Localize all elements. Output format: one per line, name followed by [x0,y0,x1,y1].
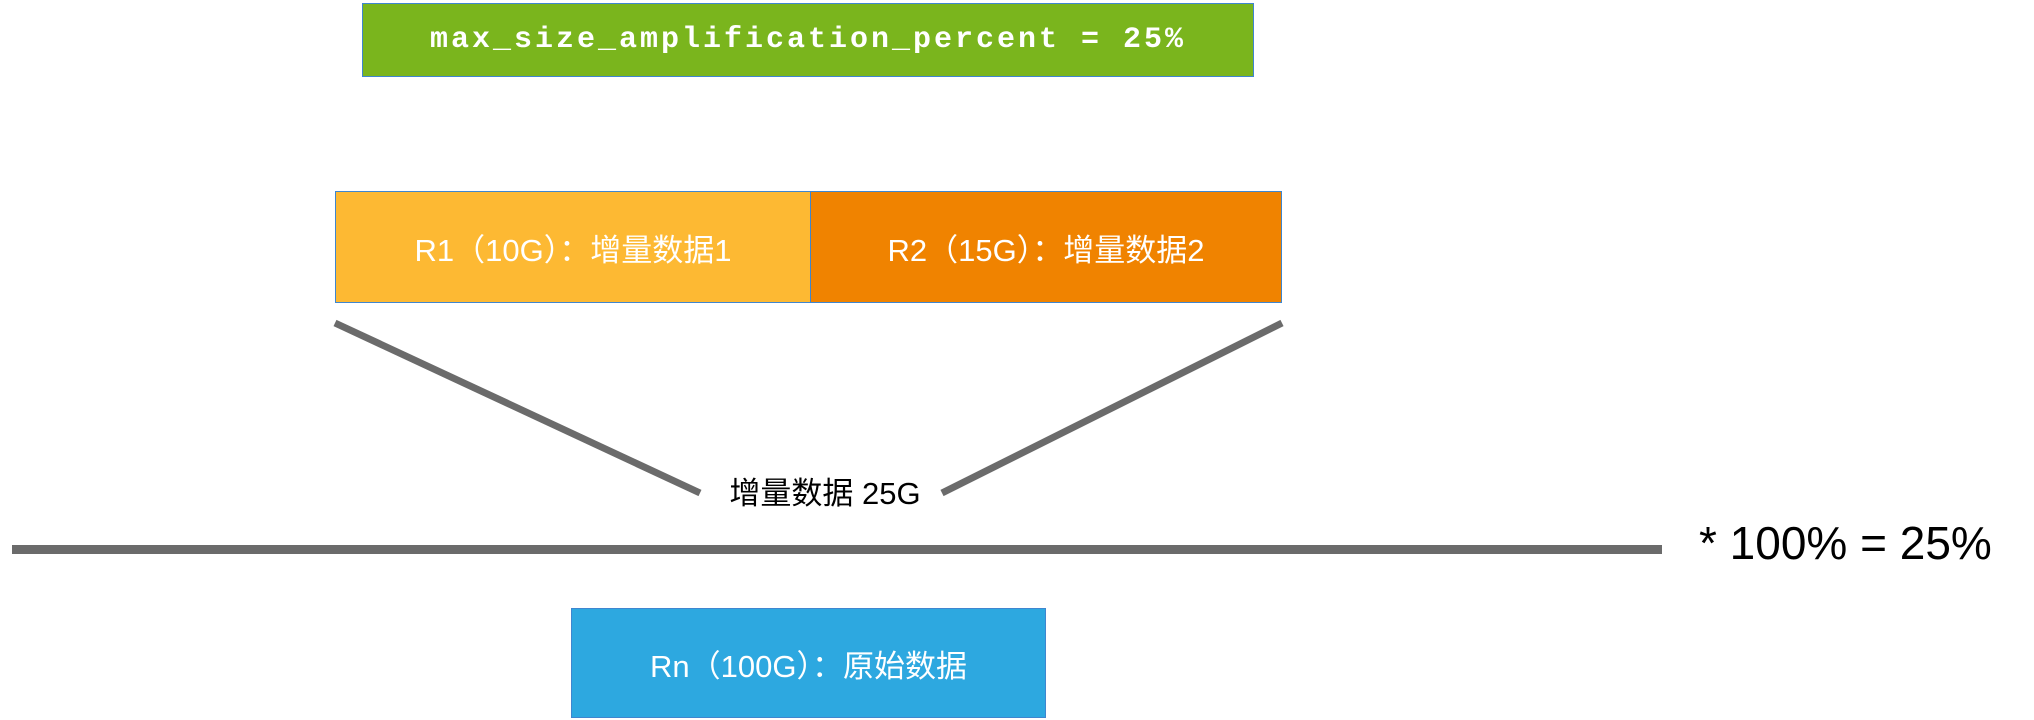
run-rn-label: Rn（100G）：原始数据 [650,648,967,684]
run-r2-label: R2（15G）：增量数据2 [887,232,1205,268]
run-r2-box: R2（15G）：增量数据2 [810,191,1282,303]
formula-box: max_size_amplification_percent = 25% [362,3,1254,77]
run-rn-box: Rn（100G）：原始数据 [571,608,1046,718]
run-r1-label: R1（10G）：增量数据1 [414,232,732,268]
left-connector-line [333,319,702,497]
divider-line [12,545,1662,554]
ratio-label: * 100% = 25% [1699,517,1992,569]
run-r1-box: R1（10G）：增量数据1 [335,191,811,303]
incremental-sum-label: 增量数据 25G [729,476,921,511]
formula-text: max_size_amplification_percent = 25% [429,23,1187,57]
right-connector-line [940,319,1284,497]
